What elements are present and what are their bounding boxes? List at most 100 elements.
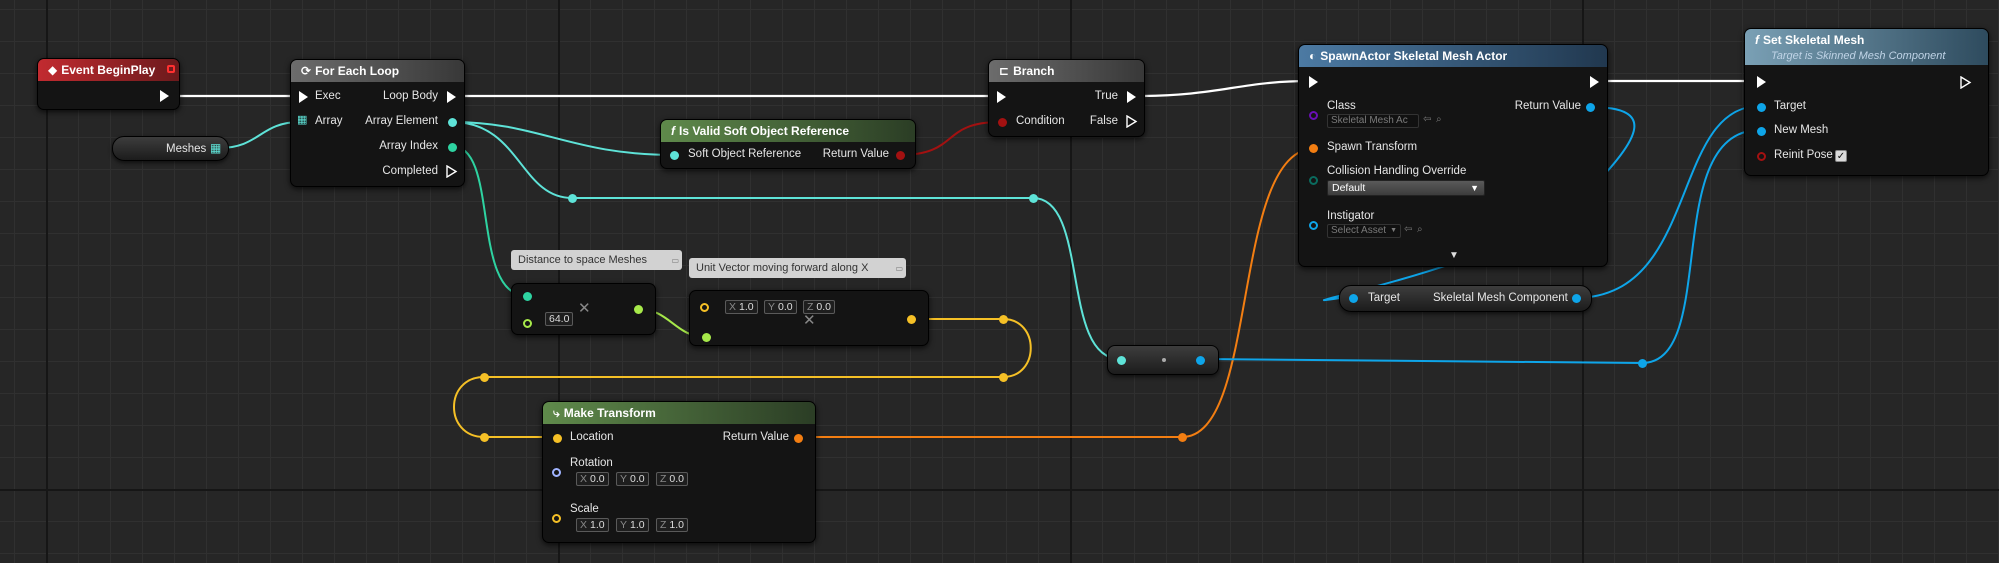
event-beginplay-header[interactable]: ◆Event BeginPlay [38, 59, 179, 81]
make-transform-return-pin[interactable] [794, 434, 803, 443]
spawnactor-exec-in-pin[interactable] [1309, 76, 1318, 88]
setmesh-target-pin[interactable] [1757, 103, 1766, 112]
spawnactor-class-pin[interactable] [1309, 111, 1318, 120]
branch-condition-pin[interactable] [998, 118, 1007, 127]
comment-unit-vector[interactable]: Unit Vector moving forward along X ▭ [689, 258, 906, 278]
spawnactor-header[interactable]: ◐SpawnActor Skeletal Mesh Actor [1299, 45, 1607, 67]
branch-exec-in-pin[interactable] [997, 91, 1006, 103]
comment-distance[interactable]: Distance to space Meshes ▭ [511, 250, 682, 270]
foreach-completed-pin[interactable] [446, 165, 458, 178]
foreach-loopbody-pin[interactable] [447, 91, 456, 103]
skeletal-mesh-component-node[interactable]: Target Skeletal Mesh Component [1339, 285, 1592, 312]
setmesh-newmesh-pin[interactable] [1757, 127, 1766, 136]
foreach-header[interactable]: ⟳For Each Loop [291, 60, 464, 82]
make-transform-location-label: Location [570, 431, 614, 443]
use-selected-arrow-icon[interactable]: ⇦ [1423, 114, 1432, 125]
component-output-pin[interactable] [1572, 294, 1581, 303]
make-transform-node[interactable]: ⤷Make Transform Location Return Value Ro… [542, 401, 816, 543]
reroute-node[interactable] [1638, 359, 1647, 368]
event-delegate-pin[interactable] [167, 65, 175, 73]
multiply-float-out-pin[interactable] [634, 305, 643, 314]
spawnactor-instigator-selector[interactable]: Select Asset ▼ [1327, 224, 1401, 238]
reinit-pose-checkbox[interactable]: ✓ [1835, 150, 1847, 162]
branch-false-pin[interactable] [1126, 115, 1138, 128]
foreach-index-pin[interactable] [448, 143, 457, 152]
spawnactor-node[interactable]: ◐SpawnActor Skeletal Mesh Actor Class Sk… [1298, 44, 1608, 267]
wire-reroute2-to-cast [1032, 197, 1121, 360]
event-beginplay-node[interactable]: ◆Event BeginPlay [37, 58, 180, 110]
use-selected-arrow-icon[interactable]: ⇦ [1404, 224, 1413, 235]
wire-component-to-settarget [1574, 105, 1761, 299]
advanced-expand-arrow-icon[interactable]: ▼ [1449, 250, 1459, 261]
conversion-out-pin[interactable] [1196, 356, 1205, 365]
array-grid-icon[interactable]: ▦ [210, 141, 222, 155]
multiply-float-in-b-pin[interactable] [523, 319, 532, 328]
multiply-float-in-a-pin[interactable] [523, 292, 532, 301]
reroute-node[interactable] [480, 433, 489, 442]
make-transform-location-pin[interactable] [553, 434, 562, 443]
multiply-vector-in-b-pin[interactable] [702, 333, 711, 342]
wire-transform [799, 147, 1317, 438]
make-transform-scale-pin[interactable] [552, 514, 561, 523]
foreach-element-pin[interactable] [448, 118, 457, 127]
collision-handling-dropdown[interactable]: Default ▼ [1327, 180, 1485, 196]
setmesh-reinit-pin[interactable] [1757, 152, 1766, 161]
scale-y-value: 1.0 [630, 519, 645, 531]
foreach-loop-node[interactable]: ⟳For Each Loop Exec ▦ Array Loop Body Ar… [290, 59, 465, 187]
spawnactor-collision-pin[interactable] [1309, 176, 1318, 185]
branch-header[interactable]: ⊏Branch [989, 60, 1144, 82]
isvalid-output-pin[interactable] [896, 151, 905, 160]
foreach-array-pin[interactable]: ▦ [297, 114, 308, 126]
multiply-float-node[interactable]: 64.0 ✕ [511, 283, 656, 335]
isvalid-input-pin[interactable] [670, 151, 679, 160]
multiply-float-value[interactable]: 64.0 [545, 312, 574, 326]
comment-pin-icon[interactable]: ▭ [895, 264, 903, 273]
beginplay-exec-out-pin[interactable] [160, 90, 169, 102]
branch-node[interactable]: ⊏Branch Condition True False [988, 59, 1145, 137]
reroute-node[interactable] [1178, 433, 1187, 442]
reroute-node[interactable] [999, 315, 1008, 324]
conversion-in-pin[interactable] [1117, 356, 1126, 365]
reroute-node[interactable] [568, 194, 577, 203]
reroute-node[interactable] [999, 373, 1008, 382]
component-target-pin[interactable] [1349, 294, 1358, 303]
conversion-node[interactable] [1107, 345, 1219, 375]
reroute-node[interactable] [1029, 194, 1038, 203]
browse-search-icon[interactable]: ⌕ [1417, 224, 1423, 235]
foreach-exec-in-pin[interactable] [299, 91, 308, 103]
branch-true-pin[interactable] [1127, 91, 1136, 103]
spawnactor-title: SpawnActor Skeletal Mesh Actor [1320, 49, 1508, 63]
comment-pin-icon[interactable]: ▭ [671, 256, 679, 265]
spawnactor-exec-out-pin[interactable] [1590, 76, 1599, 88]
meshes-variable-node[interactable]: Meshes ▦ [112, 136, 229, 161]
spawnactor-transform-pin[interactable] [1309, 144, 1318, 153]
setmesh-exec-out-pin[interactable] [1960, 76, 1972, 89]
setmesh-exec-in-pin[interactable] [1757, 76, 1766, 88]
browse-search-icon[interactable]: ⌕ [1436, 114, 1442, 125]
spawnactor-return-pin[interactable] [1586, 103, 1595, 112]
spawnactor-class-selector[interactable]: Skeletal Mesh Ac [1327, 114, 1419, 128]
reroute-node[interactable] [480, 373, 489, 382]
make-transform-rotation-pin[interactable] [552, 468, 561, 477]
setmesh-target-label: Target [1774, 100, 1806, 112]
multiply-vector-in-a-pin[interactable] [700, 303, 709, 312]
spawnactor-instigator-pin[interactable] [1309, 221, 1318, 230]
rotation-z-value: 0.0 [669, 473, 685, 485]
multiply-vector-out-pin[interactable] [907, 315, 916, 324]
make-transform-header[interactable]: ⤷Make Transform [543, 402, 815, 424]
